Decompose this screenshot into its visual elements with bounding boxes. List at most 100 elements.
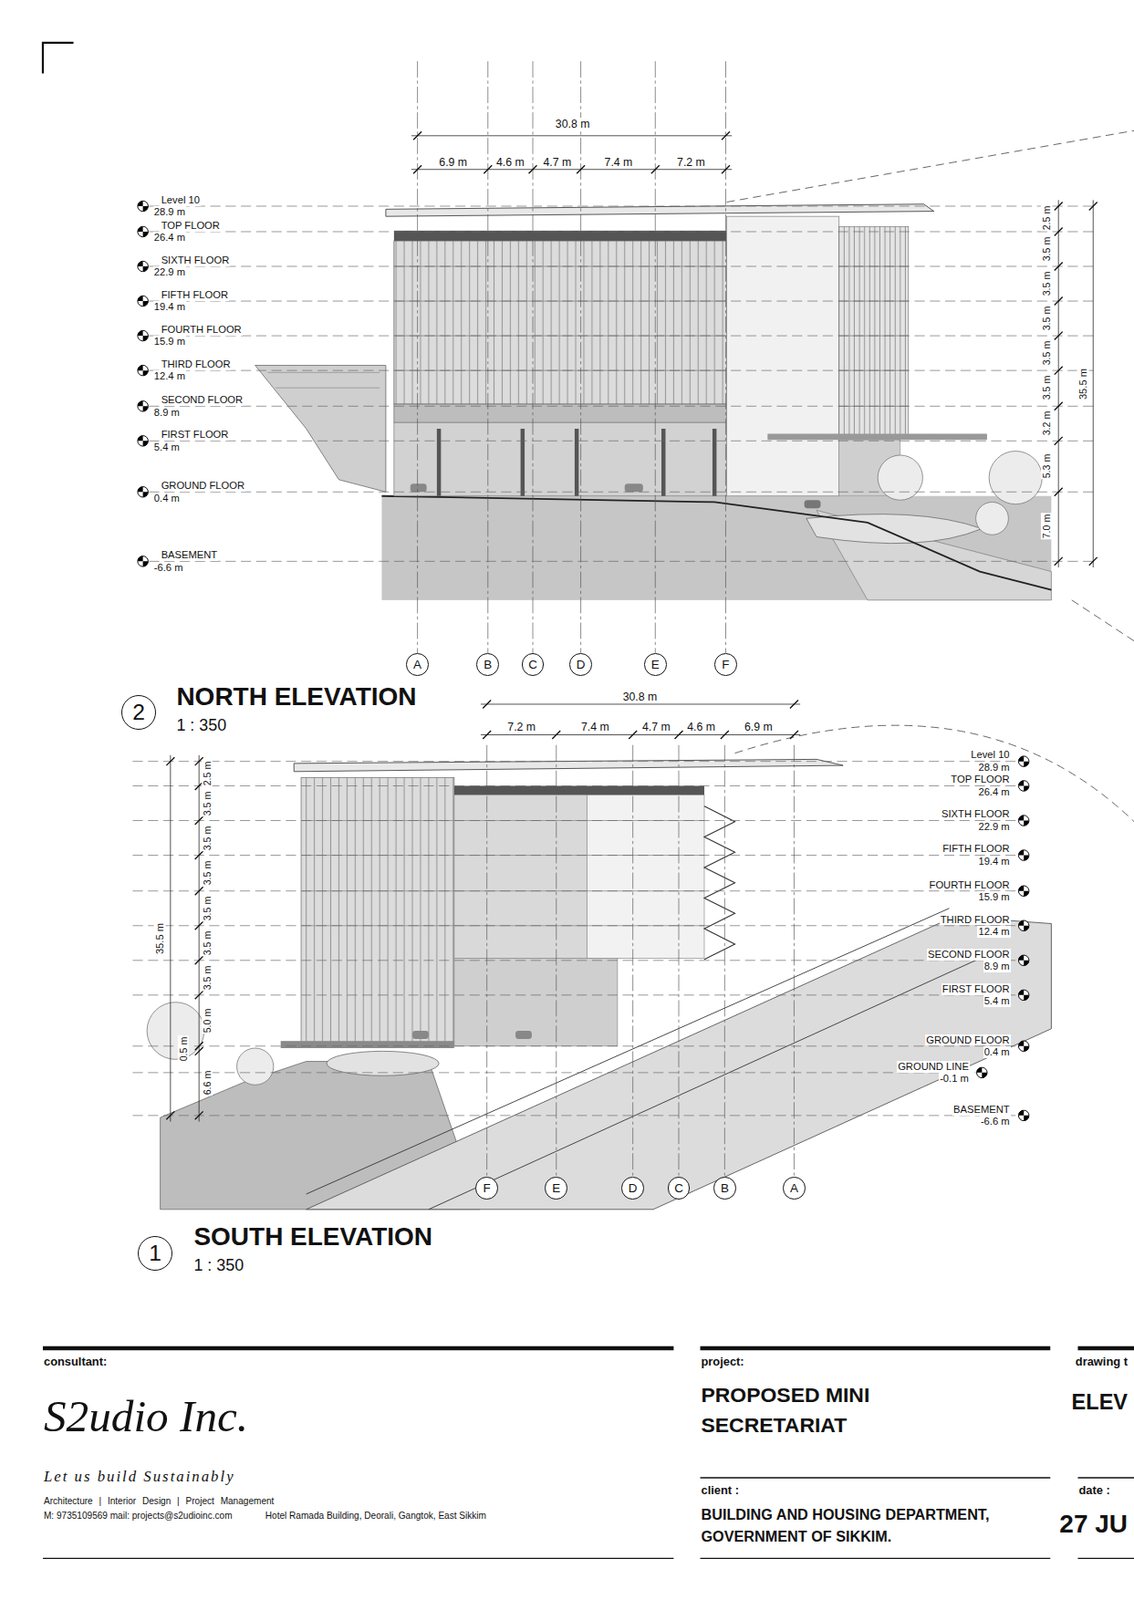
level-value: -0.1 m <box>938 1072 970 1085</box>
level-name: THIRD FLOOR <box>939 914 1011 926</box>
south-elevation-drawing <box>166 700 799 1121</box>
north-elevation-drawing <box>381 496 1051 591</box>
grid-bubble: D <box>569 653 593 677</box>
dimension-text: 7.4 m <box>603 156 635 169</box>
level-value: 12.4 m <box>153 370 187 383</box>
logo-text: Let us build Sustainably <box>42 1467 237 1486</box>
south-elevation-drawing <box>1018 989 1030 1001</box>
dimension-text: 30.8 m <box>554 117 592 131</box>
south-elevation-drawing <box>1018 780 1030 792</box>
dimension-text: 30.8 m <box>622 690 659 704</box>
grid-bubble: D <box>621 1176 645 1200</box>
grid-label: D <box>628 1182 638 1195</box>
south-elevation-drawing <box>1018 920 1030 932</box>
grid-bubble: F <box>714 653 738 677</box>
dimension-text: 3.5 m <box>1040 305 1052 333</box>
dimension-text: 3.5 m <box>1040 270 1052 298</box>
level-value: 8.9 m <box>983 960 1011 973</box>
north-elevation-drawing <box>804 499 822 509</box>
level-value: 19.4 m <box>977 855 1010 868</box>
grid-label: C <box>674 1182 684 1195</box>
dimension-text: 7.0 m <box>1040 513 1052 541</box>
south-elevation-drawing <box>735 725 1134 822</box>
grid-bubble: C <box>667 1176 691 1200</box>
north-elevation-drawing <box>988 451 1042 505</box>
level-name: THIRD FLOOR <box>160 358 232 371</box>
dimension-text: 0.5 m <box>177 1036 189 1063</box>
south-elevation-drawing <box>515 1030 532 1040</box>
north-elevation-drawing <box>137 200 149 212</box>
south-elevation-drawing <box>1018 756 1030 768</box>
level-name: SECOND FLOOR <box>926 948 1011 961</box>
title-block-text: client : <box>700 1484 740 1499</box>
north-elevation-drawing <box>394 266 728 371</box>
scale-text: 1 : 350 <box>192 1256 245 1276</box>
south-elevation-drawing <box>454 785 705 795</box>
grid-label: C <box>528 658 538 671</box>
south-elevation-drawing <box>454 795 587 959</box>
level-name: FIFTH FLOOR <box>941 842 1010 855</box>
drawing-part <box>42 42 1134 1559</box>
level-name: SIXTH FLOOR <box>940 808 1011 821</box>
level-name: SIXTH FLOOR <box>160 254 231 267</box>
north-elevation-drawing <box>137 436 149 448</box>
dimension-text: 3.5 m <box>201 824 213 852</box>
level-value: 22.9 m <box>977 821 1010 833</box>
dimension-text: 2.5 m <box>1040 205 1052 232</box>
south-elevation-drawing <box>1018 1110 1030 1122</box>
level-value: 28.9 m <box>977 761 1010 774</box>
title-block-text: BUILDING AND HOUSING DEPARTMENT, GOVERNM… <box>700 1504 1081 1548</box>
north-elevation-drawing <box>394 240 728 405</box>
grid-bubble: C <box>521 653 545 677</box>
grid-label: F <box>483 1182 491 1195</box>
level-value: 12.4 m <box>977 925 1010 938</box>
dimension-text: 3.5 m <box>201 790 213 817</box>
south-elevation-drawing <box>1018 850 1030 862</box>
view-title: NORTH ELEVATION <box>175 682 417 712</box>
level-name: GROUND FLOOR <box>160 479 246 492</box>
grid-label: B <box>483 658 492 671</box>
dimension-text: 4.7 m <box>541 156 573 169</box>
dimension-text: 4.6 m <box>495 156 526 169</box>
grid-label: D <box>576 658 586 671</box>
grid-label: A <box>790 1182 799 1195</box>
level-value: -6.6 m <box>153 561 185 574</box>
dimension-text: 6.9 m <box>437 156 469 169</box>
north-elevation-drawing <box>255 365 386 493</box>
dimension-text: 4.6 m <box>686 720 717 734</box>
grid-label: F <box>721 658 729 671</box>
title-block-text: date : <box>1077 1484 1111 1499</box>
north-elevation-drawing <box>137 226 149 238</box>
view-number-circle: 2 <box>121 695 157 730</box>
level-name: SECOND FLOOR <box>160 394 245 406</box>
level-value: 19.4 m <box>153 301 187 313</box>
grid-bubble: A <box>782 1176 806 1200</box>
north-elevation-drawing <box>137 295 149 307</box>
title-block-text: ELEV <box>1071 1390 1129 1415</box>
north-elevation-drawing <box>727 216 840 497</box>
south-elevation-drawing <box>237 1048 274 1085</box>
north-elevation-drawing <box>148 206 1097 562</box>
scale-text: 1 : 350 <box>175 716 228 736</box>
south-elevation-drawing <box>132 700 1134 1210</box>
title-block-text: drawing t <box>1074 1355 1129 1370</box>
title-block-rule <box>42 1477 1134 1559</box>
north-elevation-drawing <box>410 483 427 492</box>
north-elevation-drawing <box>976 501 1010 535</box>
level-name: GROUND LINE <box>896 1061 970 1073</box>
view-title: SOUTH ELEVATION <box>192 1222 434 1252</box>
north-elevation-drawing <box>137 487 149 499</box>
south-elevation-drawing <box>1018 1040 1030 1052</box>
dimension-text: 3.2 m <box>1040 410 1052 437</box>
south-elevation-drawing <box>1018 955 1030 967</box>
level-name: BASEMENT <box>952 1103 1011 1116</box>
level-value: 0.4 m <box>153 492 181 505</box>
level-name: FIFTH FLOOR <box>160 289 229 302</box>
level-value: 15.9 m <box>977 891 1010 904</box>
north-elevation-drawing <box>394 422 728 497</box>
title-block-text: PROPOSED MINI SECRETARIAT <box>700 1380 978 1442</box>
north-elevation-drawing <box>137 330 149 342</box>
south-elevation-drawing <box>301 821 705 926</box>
dimension-text: 6.9 m <box>743 720 774 734</box>
north-elevation-drawing <box>877 455 923 500</box>
